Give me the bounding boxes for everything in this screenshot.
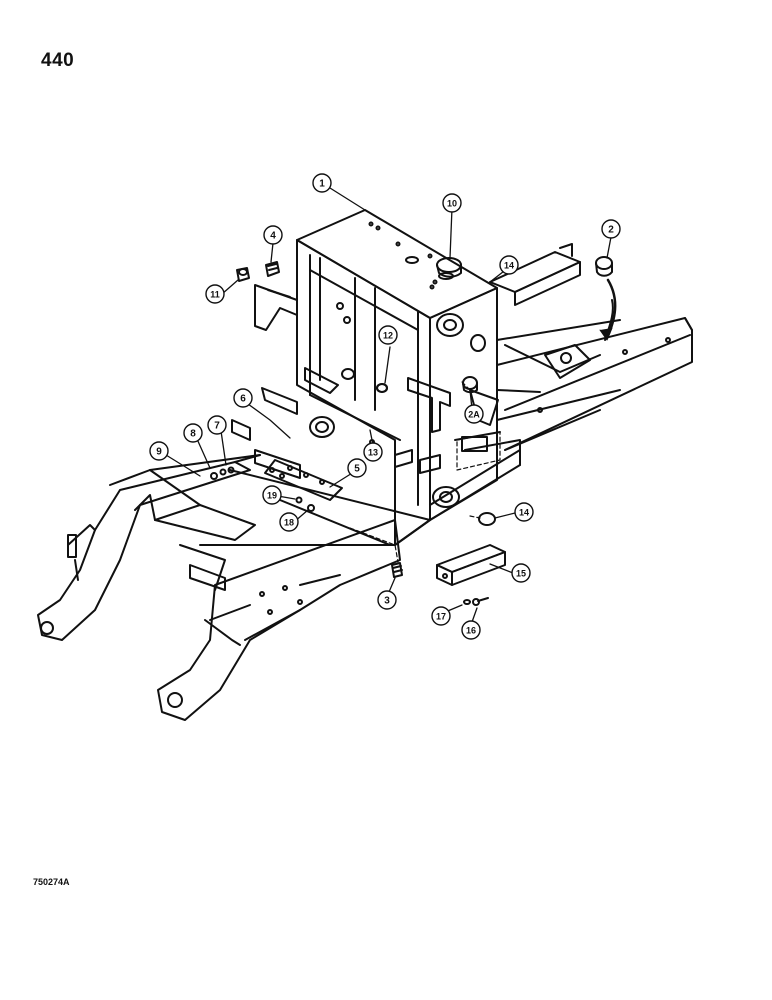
callout-15: 15: [511, 563, 531, 583]
callout-label: 14: [504, 261, 514, 271]
page-number: 440: [41, 50, 75, 71]
callout-label: 5: [354, 464, 360, 475]
callout-10: 10: [442, 193, 462, 213]
hidden-lines: [349, 381, 501, 563]
leader-lines: [165, 187, 612, 623]
callout-bubble: [499, 255, 519, 275]
callout-label: 2A: [468, 410, 480, 420]
callout-14: 14: [499, 255, 519, 275]
callout-2a: 2A: [464, 404, 484, 424]
callout-label: 4: [270, 231, 276, 242]
callout-bubble: [263, 225, 283, 245]
callout-bubble: [377, 590, 397, 610]
callout-bubble: [442, 193, 462, 213]
callout-2: 2: [601, 219, 621, 239]
callout-bubble: [461, 620, 481, 640]
callout-bubble: [347, 458, 367, 478]
callout-9: 9: [149, 441, 169, 461]
callout-bubble: [183, 423, 203, 443]
callout-bubble: [233, 388, 253, 408]
callout-label: 6: [240, 394, 246, 405]
callout-5: 5: [347, 458, 367, 478]
callout-bubble: [363, 442, 383, 462]
callout-bubble: [149, 441, 169, 461]
callout-18: 18: [279, 512, 299, 532]
callout-bubble: [312, 173, 332, 193]
callout-label: 1: [319, 179, 325, 190]
callout-bubble: [378, 325, 398, 345]
callout-bubble: [511, 563, 531, 583]
callout-label: 18: [284, 518, 294, 528]
callout-label: 2: [608, 225, 614, 236]
callout-label: 13: [368, 448, 378, 458]
callout-bubble: [207, 415, 227, 435]
callout-label: 19: [267, 491, 277, 501]
callout-4: 4: [263, 225, 283, 245]
callout-bubble: [205, 284, 225, 304]
callout-bubble: [601, 219, 621, 239]
callout-bubble: [514, 502, 534, 522]
callout-3: 3: [377, 590, 397, 610]
callout-bubble: [464, 404, 484, 424]
callout-16: 16: [461, 620, 481, 640]
callout-13: 13: [363, 442, 383, 462]
callout-7: 7: [207, 415, 227, 435]
callout-label: 3: [384, 596, 390, 607]
front-fork-arms: [37, 454, 401, 721]
callout-1: 1: [312, 173, 332, 193]
callout-12: 12: [378, 325, 398, 345]
callout-label: 11: [210, 290, 220, 300]
callout-17: 17: [431, 606, 451, 626]
callout-19: 19: [262, 485, 282, 505]
lower-center-rail: [149, 419, 521, 546]
callout-label: 10: [447, 199, 457, 209]
callout-label: 16: [466, 626, 476, 636]
callout-label: 15: [516, 569, 526, 579]
callout-8: 8: [183, 423, 203, 443]
callout-11: 11: [205, 284, 225, 304]
callout-label: 8: [190, 429, 196, 440]
callout-bubble: [279, 512, 299, 532]
callout-label: 14: [519, 508, 529, 518]
callout-label: 9: [156, 447, 162, 458]
callout-bubble: [431, 606, 451, 626]
right-side-rail: [489, 243, 693, 451]
callout-label: 17: [436, 612, 446, 622]
drawing-code: 750274A: [33, 877, 70, 887]
mounting-brackets: [254, 284, 499, 433]
callout-label: 7: [214, 421, 220, 432]
part-15-bracket: [436, 544, 506, 586]
callout-6: 6: [233, 388, 253, 408]
callout-bubble: [262, 485, 282, 505]
callout-14: 14: [514, 502, 534, 522]
callout-label: 12: [383, 331, 393, 341]
